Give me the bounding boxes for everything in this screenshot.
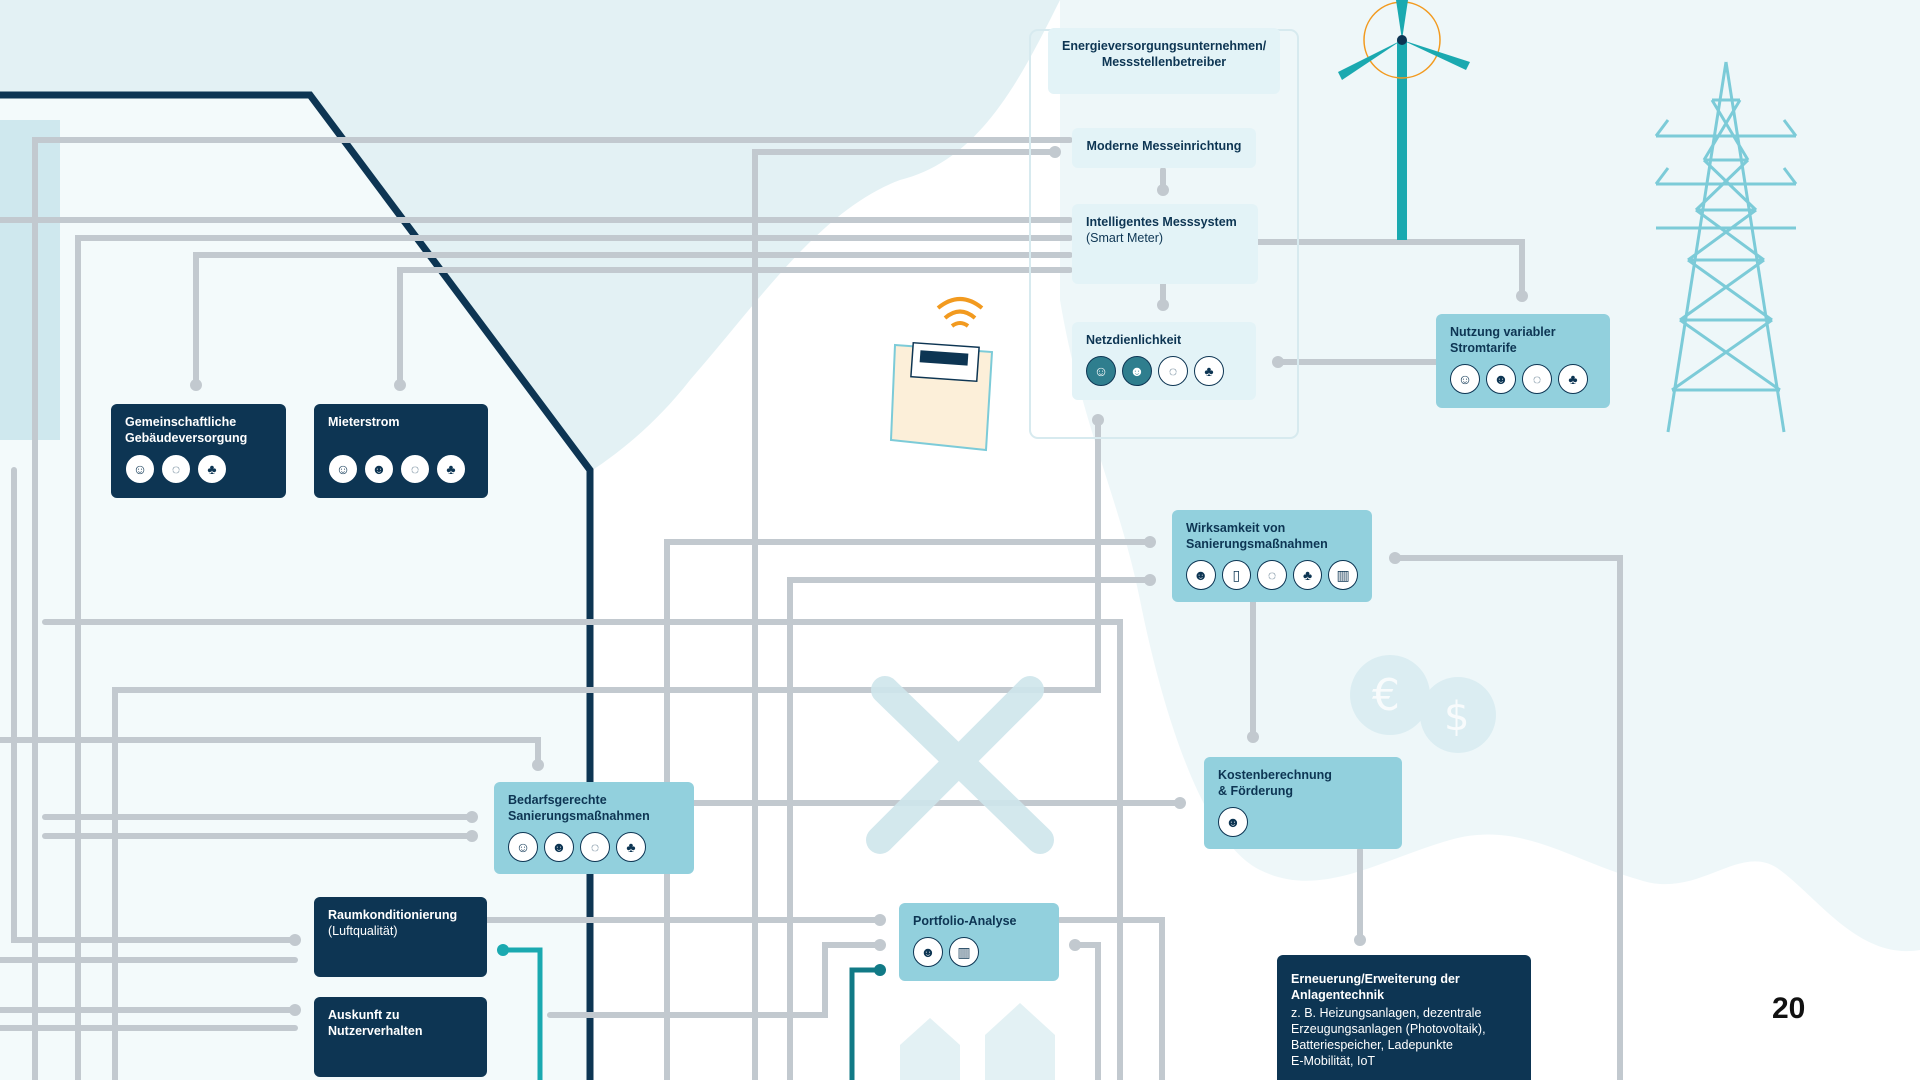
erneuerung-body-line: z. B. Heizungsanlagen, dezentrale — [1291, 1006, 1482, 1020]
mieterstrom-icons: ☺ ☻ ◌ ♣ — [328, 454, 474, 484]
farmer-icon: ☻ — [1186, 560, 1216, 590]
energieversorger-line2: Messstellenbetreiber — [1101, 55, 1227, 69]
houses-icon — [900, 1003, 1055, 1080]
nutzung-line2: Stromtarife — [1450, 341, 1517, 355]
bedarfsgerechte-line2: Sanierungsmaßnahmen — [508, 809, 650, 823]
person-icon: ☺ — [508, 832, 538, 862]
svg-text:€: € — [1372, 670, 1400, 721]
farmer-icon: ☻ — [913, 937, 943, 967]
portfolio-label: Portfolio-Analyse — [913, 914, 1017, 928]
intelligentes-line2: (Smart Meter) — [1086, 231, 1164, 245]
netzdienlichkeit-label: Netzdienlichkeit — [1086, 333, 1182, 347]
building-outline — [0, 91, 594, 1080]
node-intelligentes-messsystem[interactable]: Intelligentes Messsystem (Smart Meter) — [1072, 204, 1258, 284]
nutzung-icons: ☺ ☻ ◌ ♣ — [1450, 364, 1596, 394]
node-erneuerung-anlagentechnik[interactable]: Erneuerung/Erweiterung der Anlagentechni… — [1277, 955, 1531, 1080]
intelligentes-line1: Intelligentes Messsystem — [1086, 215, 1237, 229]
wirksamkeit-icons: ☻ ▯ ◌ ♣ ▥ — [1186, 560, 1358, 590]
chart-icon: ▥ — [1328, 560, 1358, 590]
farmer-icon: ☻ — [364, 454, 394, 484]
cup-icon: ▯ — [1221, 560, 1252, 590]
speech-icon: ◌ — [580, 832, 610, 862]
kosten-icons: ☻ — [1218, 807, 1388, 837]
node-kostenberechnung-foerderung[interactable]: Kostenberechnung & Förderung ☻ — [1204, 757, 1402, 849]
node-wirksamkeit-von-sanierungsmassnahmen[interactable]: Wirksamkeit von Sanierungsmaßnahmen ☻ ▯ … — [1172, 510, 1372, 602]
node-gemeinschaftliche-gebaeudeversorgung[interactable]: Gemeinschaftliche Gebäudeversorgung ☺ ◌ … — [111, 404, 286, 498]
farmer-icon: ☻ — [1122, 356, 1152, 386]
nutzung-line1: Nutzung variabler — [1450, 325, 1556, 339]
solar-panel-area — [0, 120, 60, 440]
teal-connector-right — [849, 967, 880, 1080]
power-pylon-icon — [1654, 61, 1798, 433]
raumkonditionierung-line2: (Luftqualität) — [328, 924, 398, 938]
portfolio-icons: ☻ ▥ — [913, 937, 1045, 967]
person-icon: ☺ — [1086, 356, 1116, 386]
node-nutzung-variabler-stromtarife[interactable]: Nutzung variabler Stromtarife ☺ ☻ ◌ ♣ — [1436, 314, 1610, 408]
auskunft-line1: Auskunft zu — [328, 1008, 400, 1022]
kosten-line1: Kostenberechnung — [1218, 768, 1332, 782]
bedarfsgerechte-line1: Bedarfsgerechte — [508, 793, 607, 807]
node-energieversorger[interactable]: Energieversorgungsunternehmen/ Messstell… — [1048, 28, 1280, 94]
energieversorger-line1: Energieversorgungsunternehmen/ — [1062, 39, 1267, 53]
smart-meter-device-icon — [889, 297, 994, 452]
gemeinschaftliche-icons: ☺ ◌ ♣ — [125, 454, 272, 484]
erneuerung-body-line: Erzeugungsanlagen (Photovoltaik), — [1291, 1022, 1486, 1036]
kosten-line2: & Förderung — [1218, 784, 1293, 798]
tree-icon: ♣ — [197, 454, 227, 484]
auskunft-line2: Nutzerverhalten — [328, 1024, 423, 1038]
tree-icon: ♣ — [1292, 560, 1323, 590]
speech-icon: ◌ — [400, 454, 430, 484]
netzdienlichkeit-icons: ☺ ☻ ◌ ♣ — [1086, 356, 1242, 386]
wind-turbine-icon — [1338, 0, 1470, 240]
gemeinschaftliche-line2: Gebäudeversorgung — [125, 431, 248, 445]
mieterstrom-label: Mieterstrom — [328, 415, 400, 429]
person-icon: ☺ — [328, 454, 358, 484]
gemeinschaftliche-line1: Gemeinschaftliche — [125, 415, 237, 429]
bedarfsgerechte-icons: ☺ ☻ ◌ ♣ — [508, 832, 680, 862]
speech-icon: ◌ — [1257, 560, 1287, 590]
speech-icon: ◌ — [161, 454, 191, 484]
teal-connector-left — [503, 947, 543, 1080]
node-raumkonditionierung[interactable]: Raumkonditionierung (Luftqualität) — [314, 897, 487, 977]
erneuerung-body-line: E-Mobilität, IoT — [1291, 1054, 1376, 1068]
speech-icon: ◌ — [1522, 364, 1552, 394]
currency-icon: € $ — [1350, 655, 1496, 753]
erneuerung-body: z. B. Heizungsanlagen, dezentrale Erzeug… — [1291, 1005, 1517, 1069]
moderne-label: Moderne Messeinrichtung — [1086, 139, 1242, 153]
erneuerung-body-line: Batteriespeicher, Ladepunkte — [1291, 1038, 1453, 1052]
background-blob-right — [1060, 0, 1920, 952]
erneuerung-line2: Anlagentechnik — [1291, 988, 1385, 1002]
erneuerung-line1: Erneuerung/Erweiterung der — [1291, 972, 1460, 986]
wirksamkeit-line2: Sanierungsmaßnahmen — [1186, 537, 1328, 551]
node-bedarfsgerechte-sanierungsmassnahmen[interactable]: Bedarfsgerechte Sanierungsmaßnahmen ☺ ☻ … — [494, 782, 694, 874]
page-number: 20 — [1772, 992, 1806, 1025]
tree-icon: ♣ — [1558, 364, 1588, 394]
svg-text:$: $ — [1444, 694, 1469, 740]
node-portfolio-analyse[interactable]: Portfolio-Analyse ☻ ▥ — [899, 903, 1059, 981]
chart-icon: ▥ — [949, 937, 979, 967]
node-moderne-messeinrichtung[interactable]: Moderne Messeinrichtung — [1072, 128, 1256, 168]
wirksamkeit-line1: Wirksamkeit von — [1186, 521, 1286, 535]
person-icon: ☺ — [1450, 364, 1480, 394]
tools-icon — [866, 676, 1054, 854]
node-netzdienlichkeit[interactable]: Netzdienlichkeit ☺ ☻ ◌ ♣ — [1072, 322, 1256, 400]
farmer-icon: ☻ — [1218, 807, 1248, 837]
farmer-icon: ☻ — [1486, 364, 1516, 394]
speech-icon: ◌ — [1158, 356, 1188, 386]
node-auskunft-nutzerverhalten[interactable]: Auskunft zu Nutzerverhalten — [314, 997, 487, 1077]
node-mieterstrom[interactable]: Mieterstrom ☺ ☻ ◌ ♣ — [314, 404, 488, 498]
farmer-icon: ☻ — [544, 832, 574, 862]
person-icon: ☺ — [125, 454, 155, 484]
tree-icon: ♣ — [436, 454, 466, 484]
raumkonditionierung-line1: Raumkonditionierung — [328, 908, 458, 922]
tree-icon: ♣ — [1194, 356, 1224, 386]
tree-icon: ♣ — [616, 832, 646, 862]
